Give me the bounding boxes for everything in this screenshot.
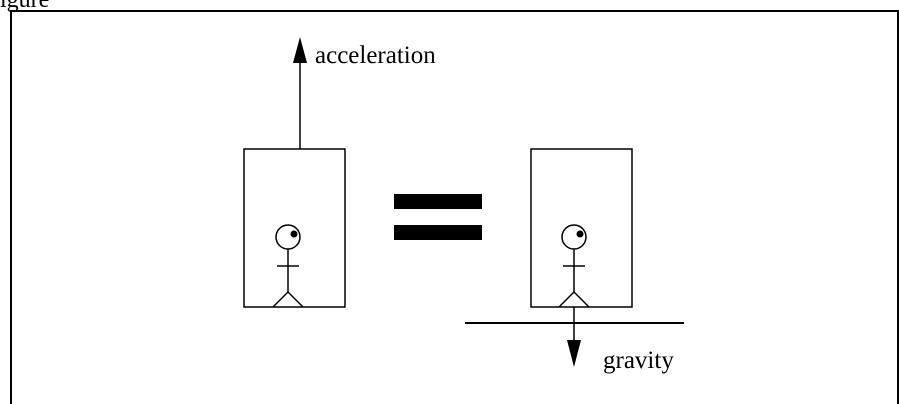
right-figure-head — [562, 225, 586, 249]
left-stick-figure — [273, 225, 303, 307]
left-scene: acceleration — [244, 37, 436, 307]
left-elevator-box — [244, 149, 345, 307]
equals-sign — [394, 194, 482, 240]
right-figure-leg-right — [574, 292, 589, 307]
left-figure-leg-left — [273, 292, 288, 307]
equals-top-bar — [394, 194, 482, 209]
gravity-arrow-head — [567, 340, 581, 367]
left-figure-leg-right — [288, 292, 303, 307]
gravity-label: gravity — [603, 347, 674, 374]
right-stick-figure — [559, 225, 589, 307]
right-figure-eye — [577, 231, 584, 238]
equals-bottom-bar — [394, 225, 482, 240]
right-figure-leg-left — [559, 292, 574, 307]
acceleration-arrow-head — [293, 37, 307, 63]
left-figure-head — [276, 225, 300, 249]
right-scene: gravity — [465, 149, 684, 374]
left-figure-eye — [291, 231, 298, 238]
acceleration-label: acceleration — [315, 42, 436, 69]
